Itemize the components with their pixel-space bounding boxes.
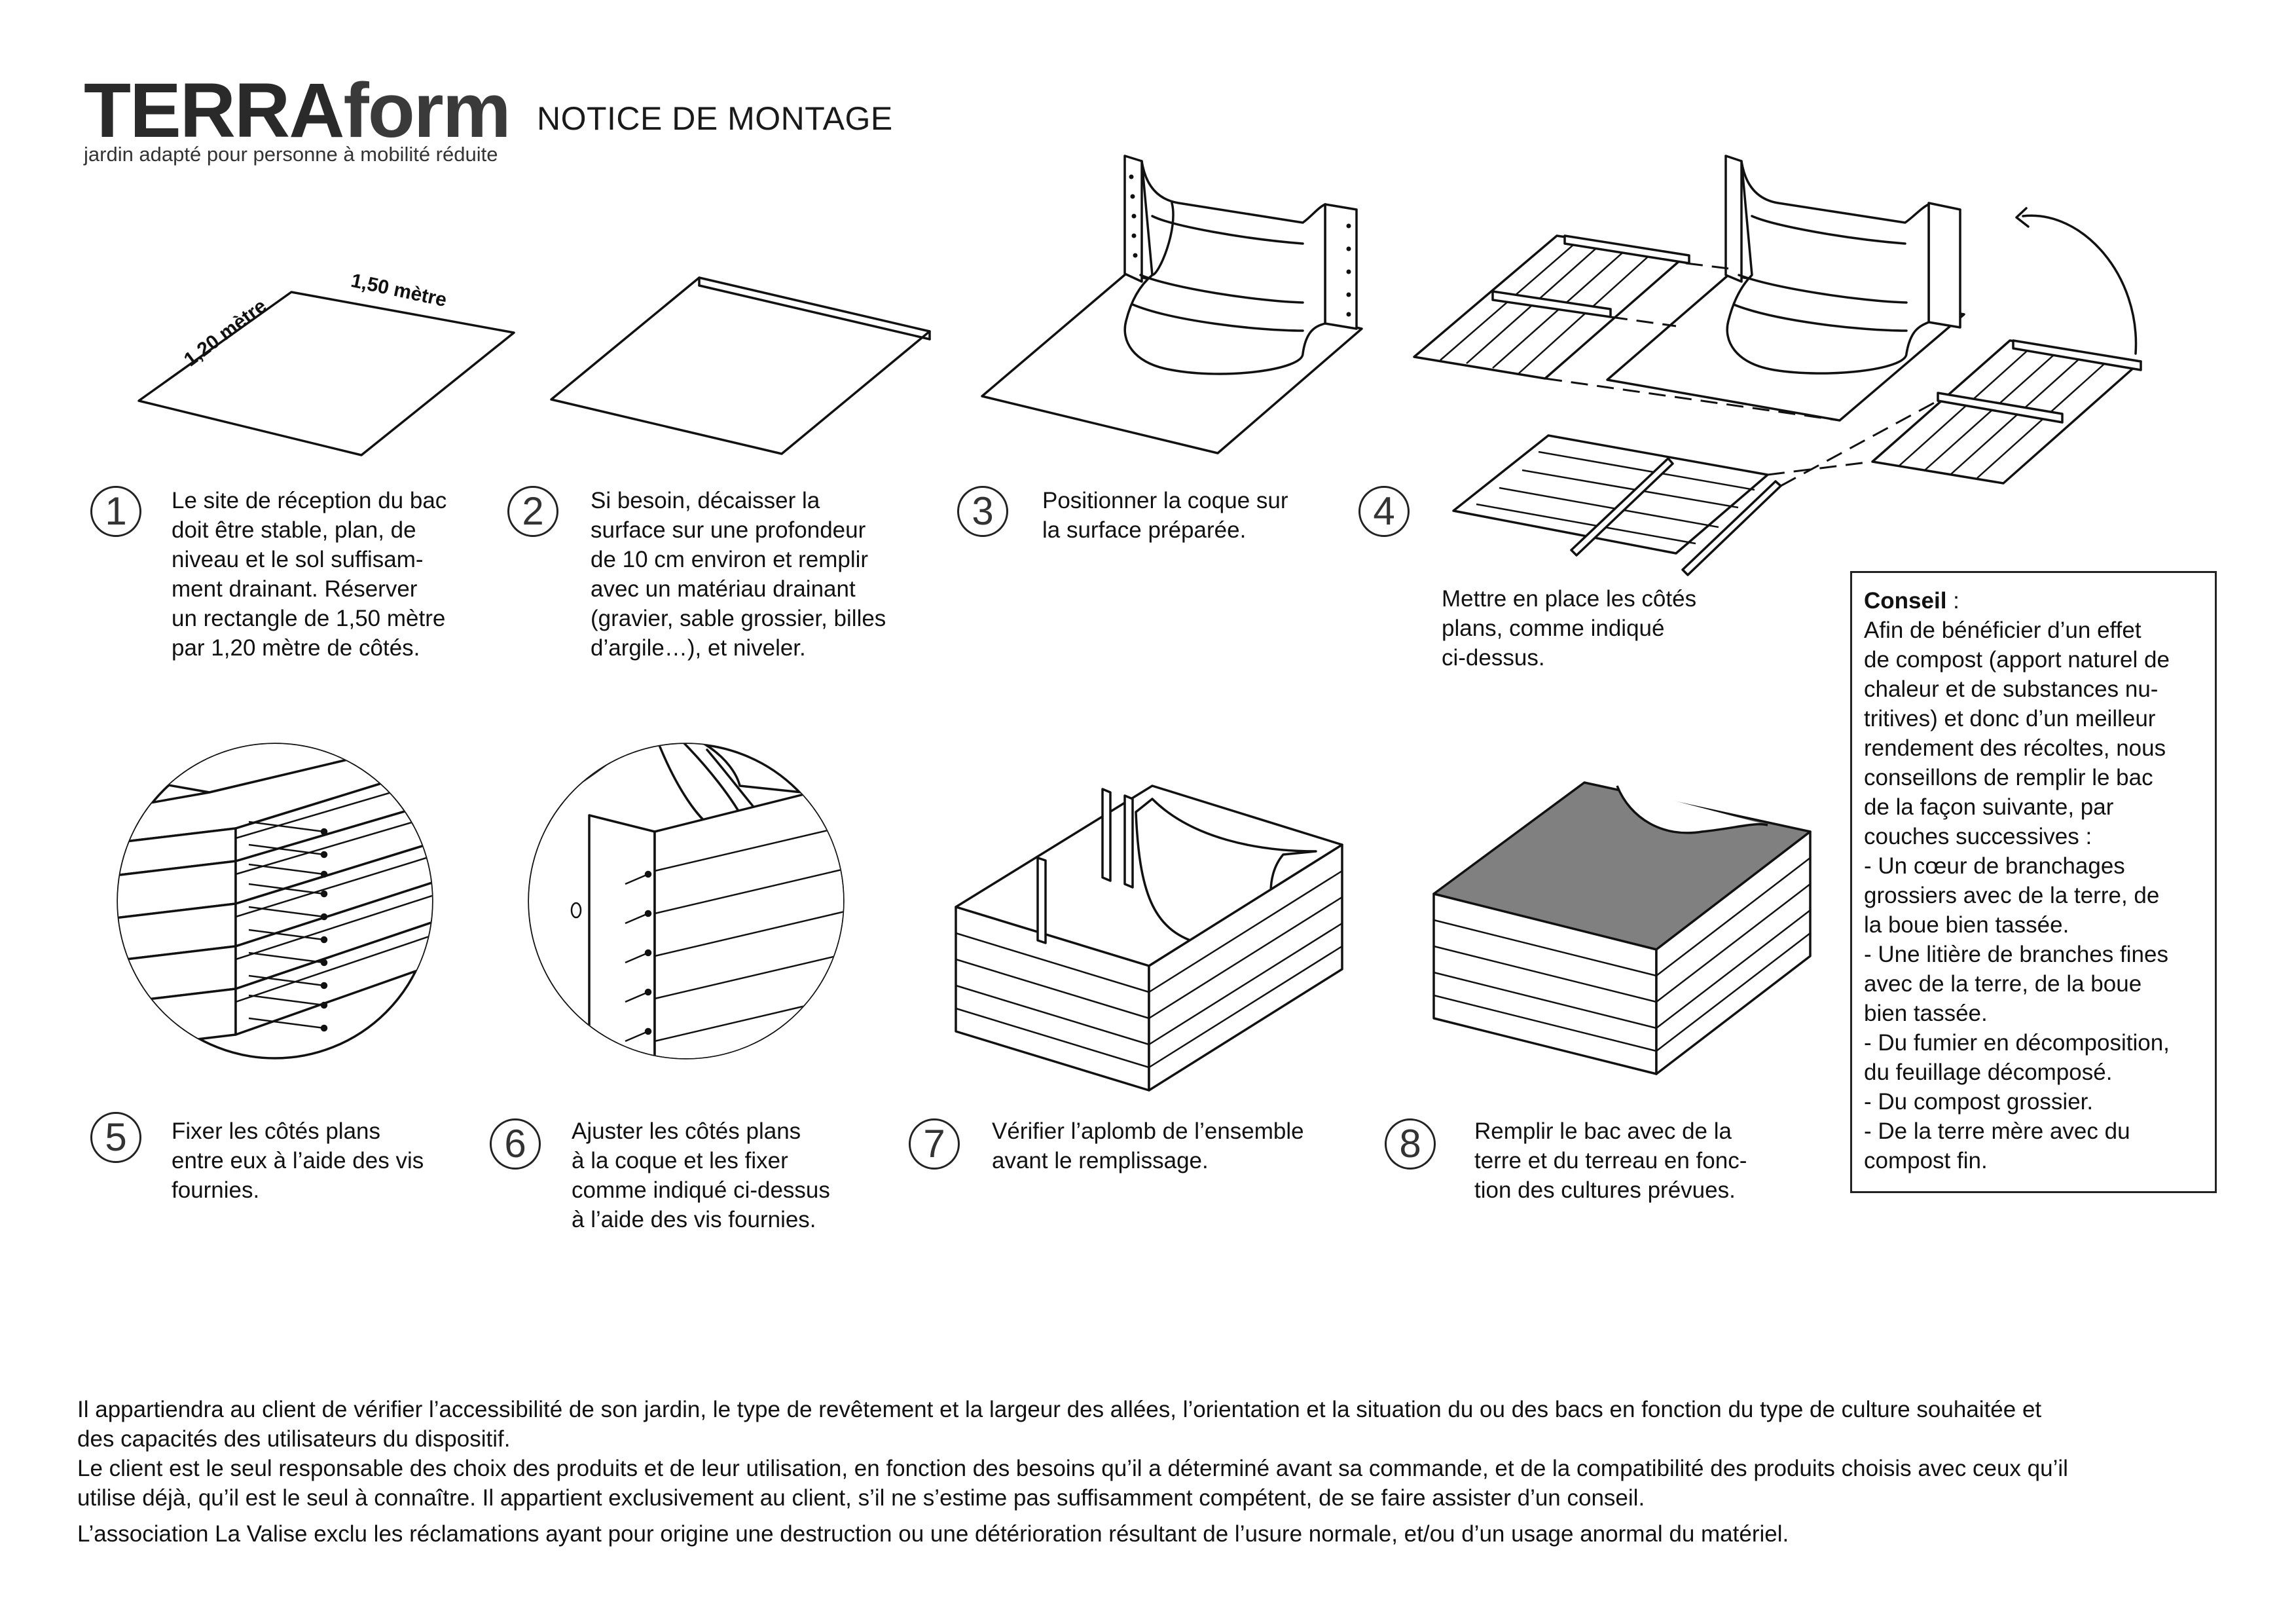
step-number-3: 3 [957,486,1008,537]
disclaimer-paragraph-2: Le client est le seul responsable des ch… [77,1456,2068,1511]
step8-filled-box-illustration [1432,781,1812,1075]
advice-heading-line: Conseil : [1864,588,1959,614]
logo-light-part: form [343,67,511,154]
step7-assembled-box-illustration [955,784,1343,1092]
disclaimer-paragraph-1: Il appartiendra au client de vérifier l’… [77,1397,2042,1452]
step-number-1: 1 [90,486,141,537]
step-text-8: Remplir le bac avec de la terre et du te… [1474,1118,1747,1203]
document-title: NOTICE DE MONTAGE [537,100,893,137]
step-text-1: Le site de réception du bac doit être st… [172,488,447,661]
logo-bold-part: TERRA [84,67,344,154]
step-text-5: Fixer les côtés plans entre eux à l’aide… [172,1118,424,1203]
step-text-6: Ajuster les côtés plans à la coque et le… [572,1118,830,1232]
step3-shell-illustration [981,155,1363,454]
step6-shell-join-illustration [528,743,845,1060]
step-text-4: Mettre en place les côtés plans, comme i… [1442,586,1697,671]
step-text-3: Positionner la coque sur la surface prép… [1042,488,1288,543]
step1-ground-illustration [137,291,515,456]
step-number-4: 4 [1358,486,1410,537]
step-number-6: 6 [490,1118,541,1170]
advice-box: Conseil : Afin de bénéficier d’un effet … [1850,571,2217,1193]
advice-heading: Conseil [1864,588,1947,614]
step4-exploded-illustration [1413,155,2142,576]
step-text-7: Vérifier l’aplomb de l’ensemble avant le… [992,1118,1304,1173]
step-number-8: 8 [1385,1118,1436,1170]
step5-screw-detail-illustration [117,743,433,1060]
advice-body: Afin de bénéficier d’un effet de compost… [1864,618,2170,1173]
step-number-7: 7 [909,1118,960,1170]
advice-heading-suffix: : [1946,588,1959,614]
step-text-2: Si besoin, décaisser la surface sur une … [591,488,886,661]
logo-tagline: jardin adapté pour personne à mobilité r… [84,143,498,166]
step2-excavation-illustration [550,276,931,455]
disclaimer-paragraph-3: L’association La Valise exclu les réclam… [77,1521,1789,1547]
step-number-2: 2 [507,486,558,537]
brand-logo: TERRAform [84,72,511,149]
step-number-5: 5 [90,1112,141,1163]
